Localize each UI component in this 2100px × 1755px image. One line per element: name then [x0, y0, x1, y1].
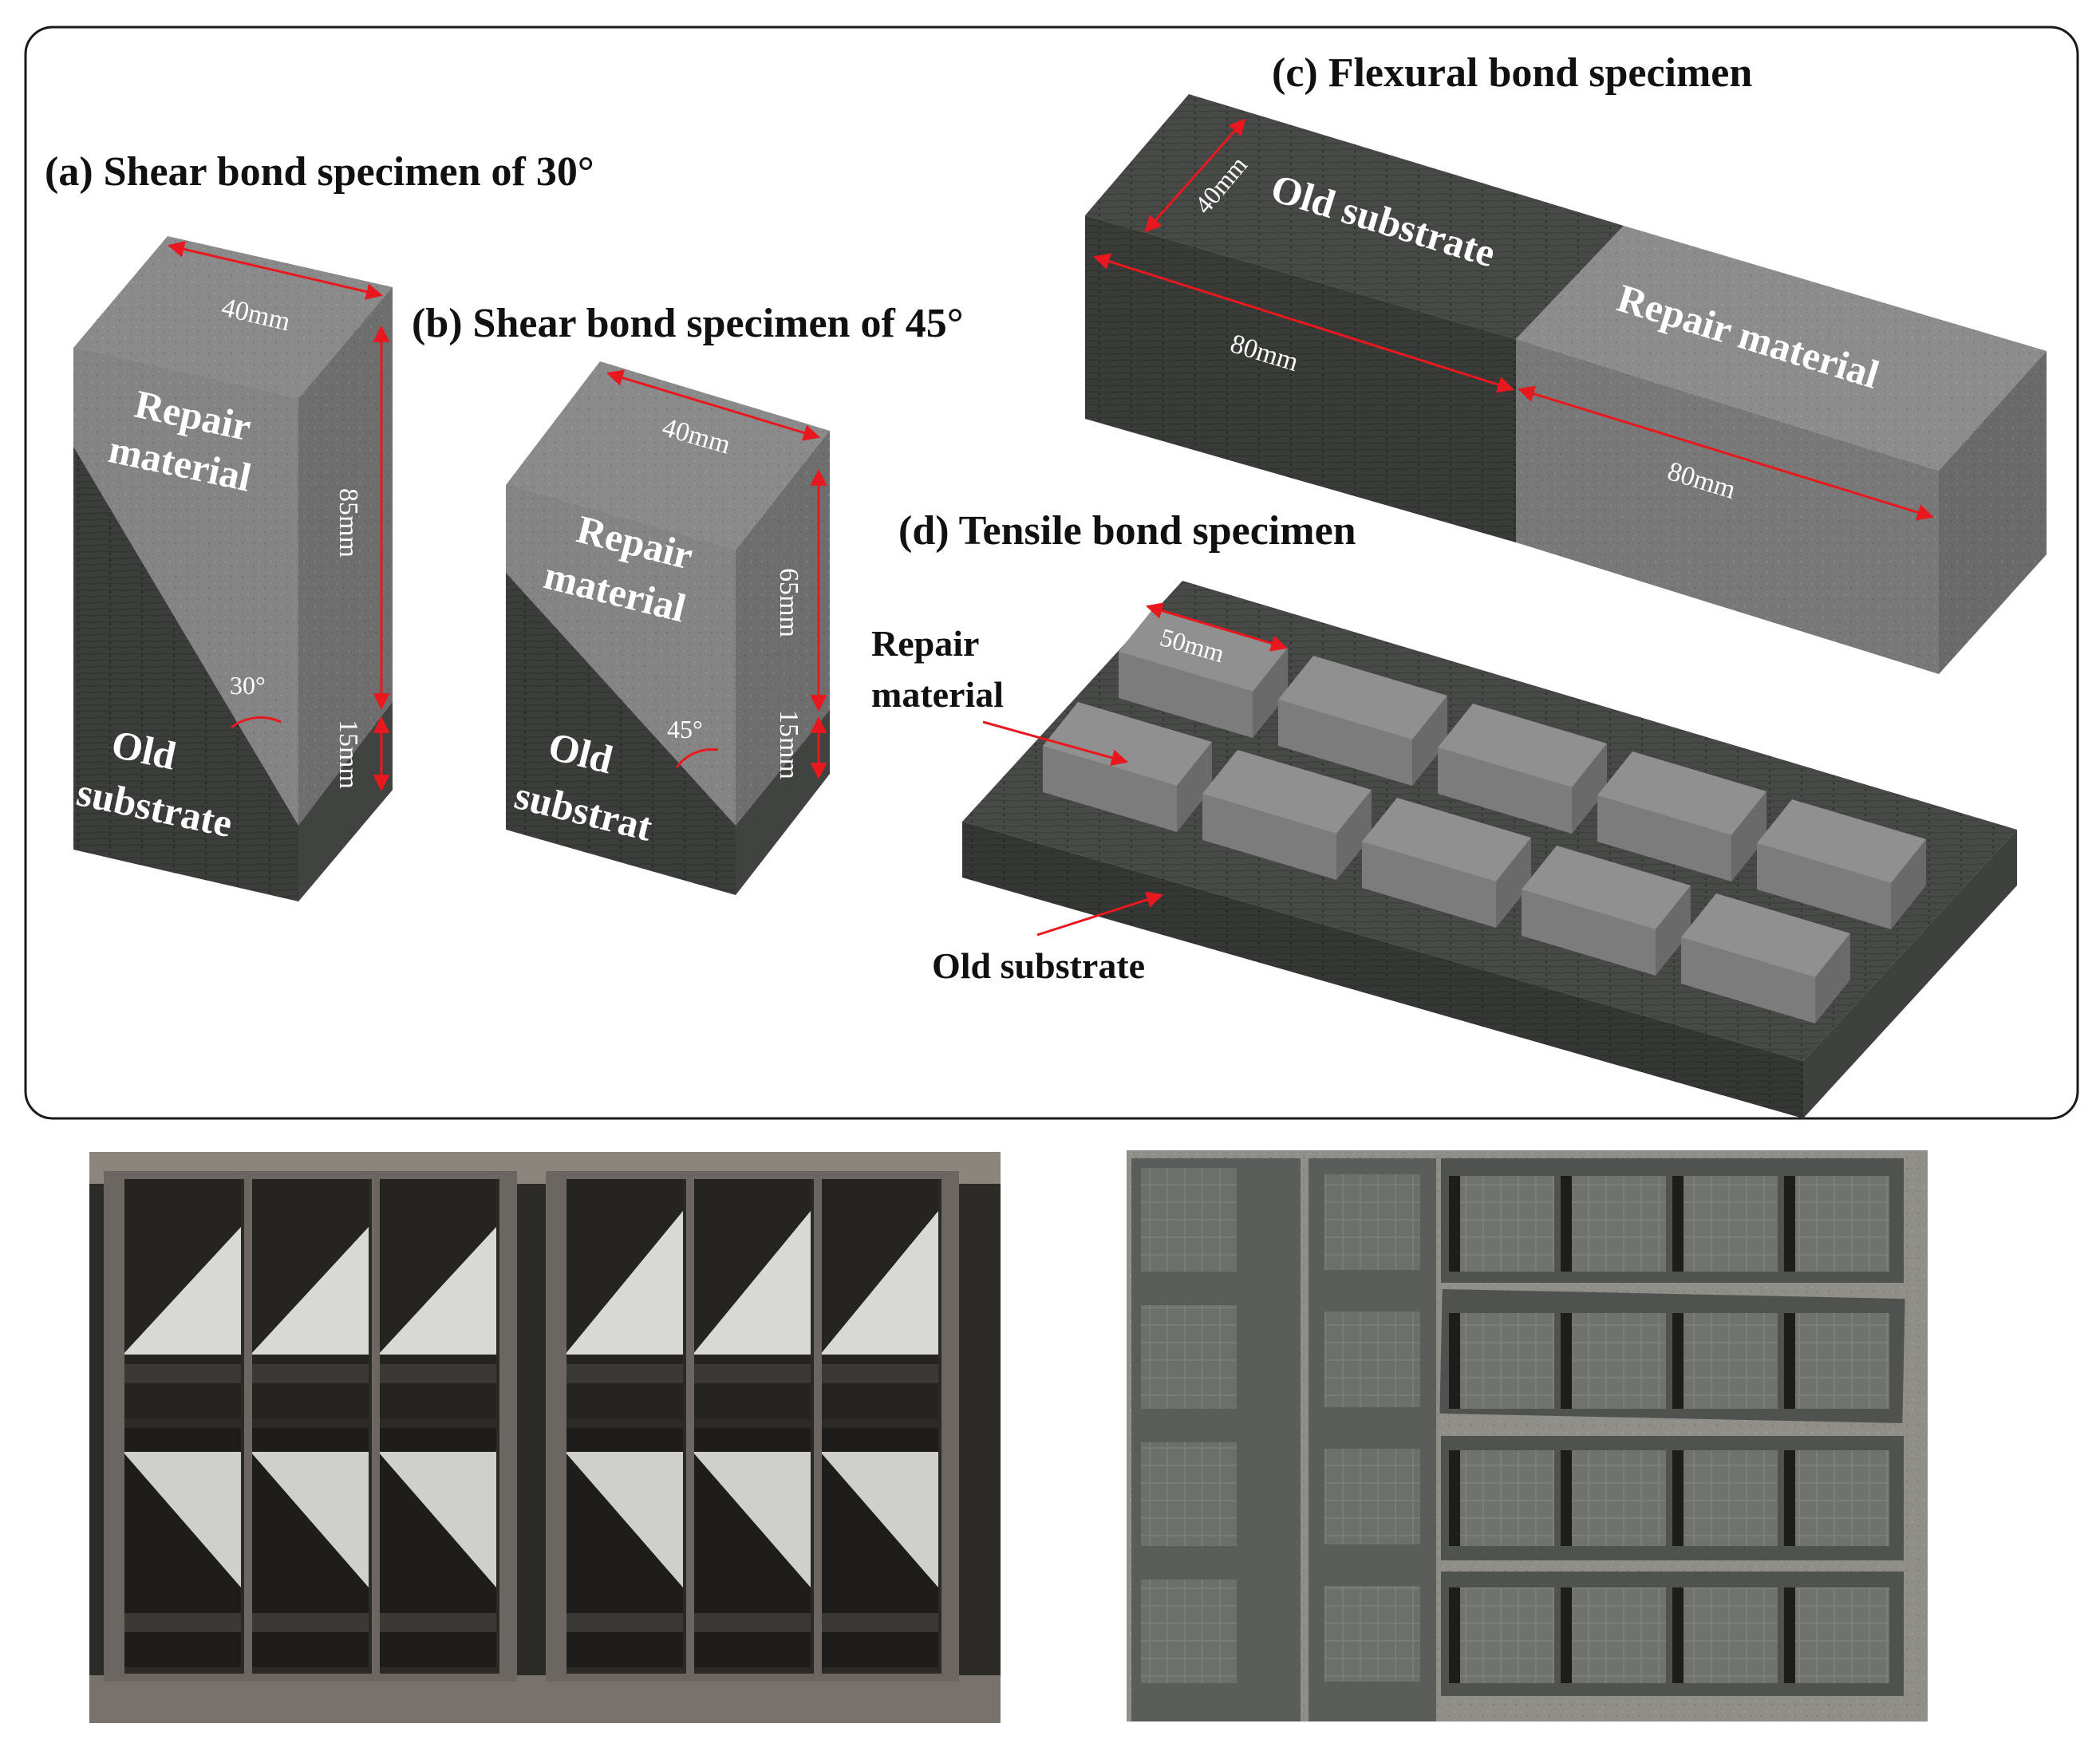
photo-shear-molds	[89, 1152, 1001, 1723]
tensile-block	[1438, 747, 1572, 834]
panel-c-repair-len-dim-arrow	[1517, 385, 1935, 521]
triangular-specimen	[123, 1227, 241, 1355]
panel-b-top-dim-arrow	[606, 369, 821, 441]
panel-d-repair-pointer	[982, 720, 1129, 767]
panel-b-height-dim: 65mm	[774, 568, 803, 637]
tensile-block	[1597, 795, 1731, 881]
panel-a-angle: 30°	[230, 671, 266, 700]
triangular-specimen	[565, 1452, 683, 1587]
tensile-block	[1043, 746, 1177, 832]
panel-b-base-dim: 15mm	[774, 710, 803, 779]
triangular-specimen	[820, 1211, 938, 1355]
panel-d-repair-line1: Repair	[871, 623, 979, 664]
panel-d-repair-blocks	[1043, 608, 1926, 1023]
panel-a-title: (a) Shear bond specimen of 30°	[45, 149, 594, 195]
panel-a-base-dim: 15mm	[334, 720, 363, 789]
panel-d-old-label: Old substrate	[932, 945, 1145, 986]
panel-a-height-dim: 85mm	[334, 488, 363, 558]
triangular-specimen	[251, 1452, 369, 1587]
tensile-block	[1362, 842, 1496, 928]
panel-c-old-len-dim-arrow	[1092, 253, 1515, 393]
tensile-block	[1278, 700, 1412, 786]
triangular-specimen	[820, 1452, 938, 1587]
panel-d-old-pointer	[1036, 891, 1163, 937]
tensile-block	[1522, 889, 1656, 976]
triangular-specimen	[693, 1211, 811, 1355]
panel-d-title: (d) Tensile bond specimen	[898, 508, 1356, 554]
tensile-block	[1119, 652, 1253, 738]
photo-tensile-slabs	[1127, 1150, 1928, 1721]
panel-a-specimen	[73, 236, 393, 901]
panel-a-angle-arc	[231, 716, 282, 729]
tensile-block	[1681, 937, 1815, 1023]
panel-b-angle-arc	[675, 747, 719, 768]
triangular-specimen	[251, 1227, 369, 1355]
triangular-specimen	[693, 1452, 811, 1587]
triangular-specimen	[123, 1452, 241, 1587]
panel-c-title: (c) Flexural bond specimen	[1272, 50, 1752, 96]
panel-d-block-dim-arrow	[1145, 602, 1289, 652]
tensile-block	[1202, 794, 1336, 880]
panel-b-title: (b) Shear bond specimen of 45°	[412, 301, 964, 346]
triangular-specimen	[378, 1227, 496, 1355]
triangular-specimen	[378, 1452, 496, 1587]
triangular-specimen	[565, 1211, 683, 1355]
tensile-block	[1757, 843, 1891, 929]
panel-a-top-dim-arrow	[167, 241, 384, 300]
panel-b-angle: 45°	[667, 715, 703, 743]
panel-b-specimen	[506, 361, 830, 895]
panel-c-depth-dim-arrow	[1144, 118, 1246, 233]
panel-d-repair-line2: material	[871, 674, 1004, 715]
